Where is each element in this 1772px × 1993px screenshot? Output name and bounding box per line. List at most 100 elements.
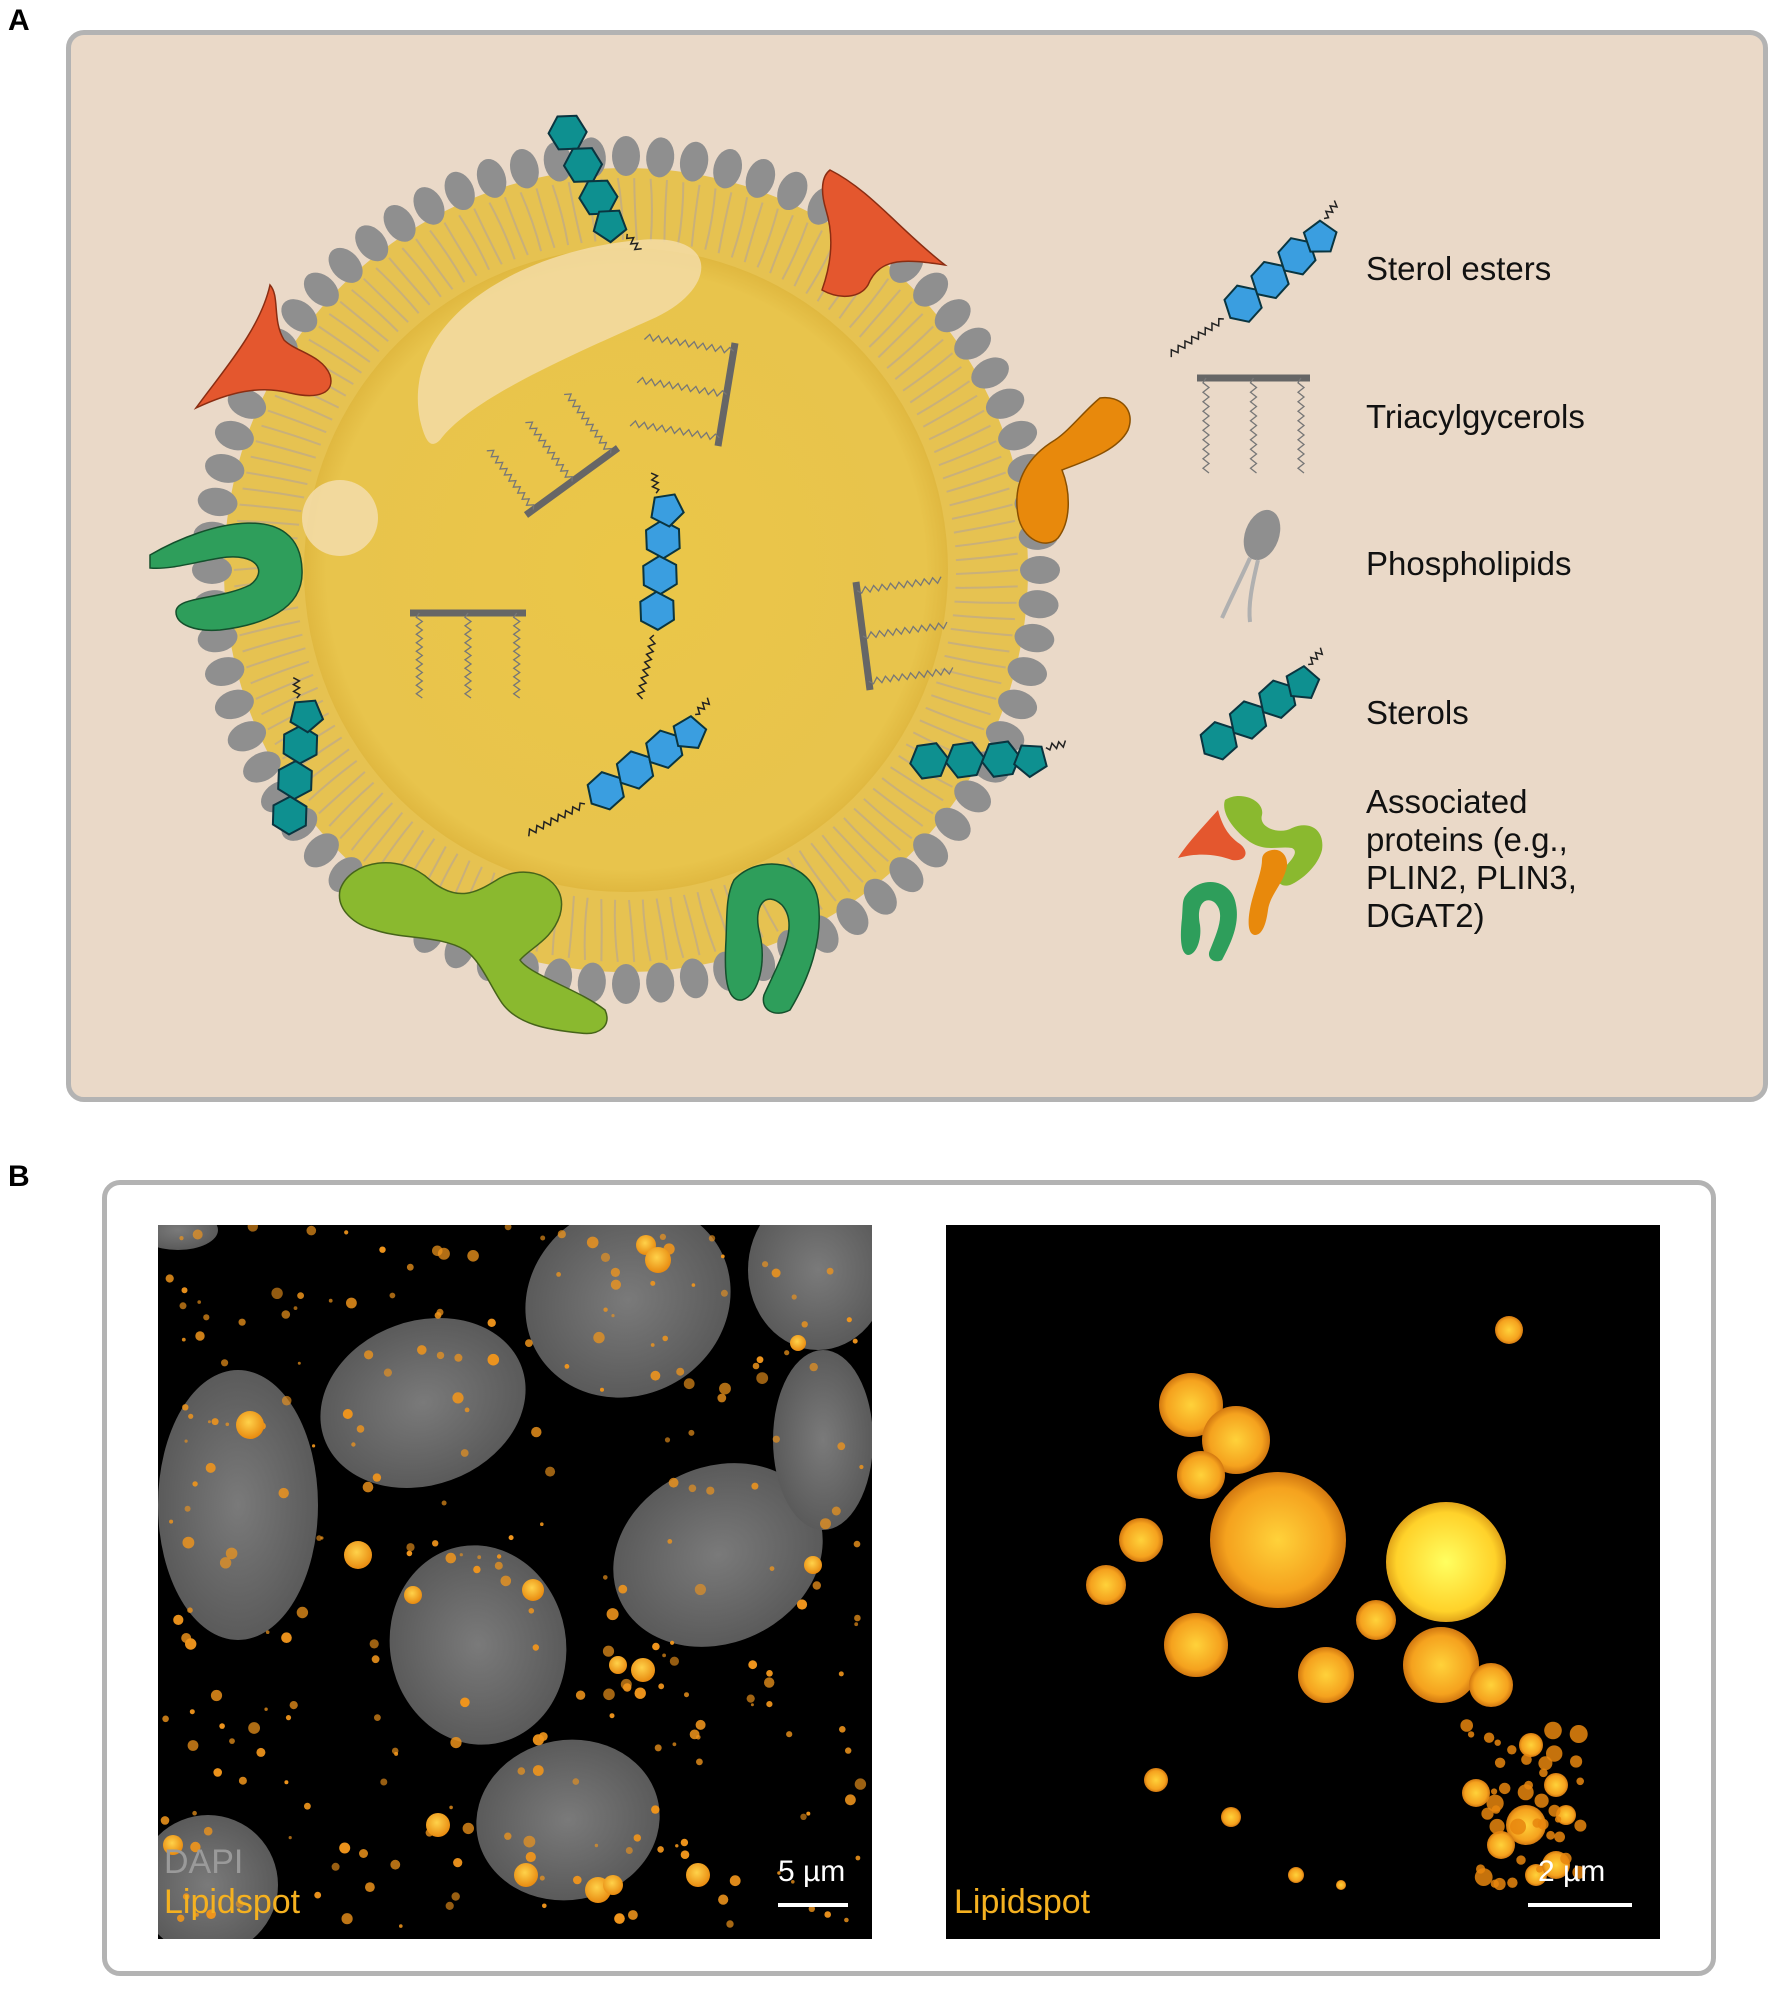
phospholipid-head — [214, 689, 254, 720]
lipid-droplet — [207, 1420, 211, 1424]
lipid-droplet — [539, 1875, 545, 1881]
lipid-droplet — [1495, 1316, 1523, 1344]
lipid-droplet — [487, 1318, 496, 1327]
phospholipid-head — [444, 171, 475, 211]
lipid-droplet — [281, 1632, 292, 1643]
lipid-droplet — [557, 1230, 566, 1239]
lipid-droplet — [628, 1910, 638, 1920]
lipid-droplet — [1386, 1502, 1506, 1622]
legend-label-triacylglycerols: Triacylgycerols — [1366, 398, 1585, 435]
lipid-droplet-large — [790, 1335, 806, 1351]
lipid-droplet — [278, 1487, 289, 1499]
lipid-droplet — [538, 1732, 548, 1741]
lipid-droplet — [205, 1462, 216, 1473]
lipid-droplet — [449, 1805, 453, 1810]
lipid-droplet-small — [1554, 1816, 1562, 1823]
lipid-droplet — [184, 1505, 191, 1512]
lipid-droplet — [192, 1810, 197, 1816]
stain-label-lipidspot: Lipidspot — [954, 1883, 1091, 1921]
lipid-droplet-small — [1554, 1831, 1565, 1843]
lipid-droplet — [219, 1557, 232, 1569]
lipid-droplet — [454, 1353, 463, 1362]
lipid-droplet — [1202, 1406, 1270, 1474]
lipid-droplet — [508, 1535, 514, 1541]
lipid-droplet — [364, 1350, 374, 1360]
lipid-droplet — [1086, 1565, 1126, 1605]
lipid-droplet — [184, 1439, 188, 1443]
lipid-droplet — [575, 1690, 586, 1700]
nucleus — [158, 1225, 218, 1250]
lipid-droplet — [203, 1826, 213, 1836]
micrograph-droplets: Lipidspot 2 µm — [946, 1225, 1660, 1939]
lipid-droplet — [467, 1250, 479, 1262]
lipid-droplet-small — [1537, 1818, 1549, 1830]
lipid-droplet — [610, 1279, 621, 1290]
lipid-droplet — [720, 1254, 725, 1259]
lipid-droplet — [1336, 1880, 1346, 1890]
lipid-droplet — [221, 1359, 229, 1367]
lipid-droplet — [182, 1404, 189, 1411]
lipid-droplet — [750, 1703, 754, 1707]
lipid-droplet — [586, 1236, 599, 1249]
lipid-droplet — [688, 1429, 695, 1436]
protein-green — [724, 863, 820, 1014]
lipid-droplet — [306, 1225, 317, 1236]
lipid-droplet — [342, 1409, 353, 1419]
lipid-droplet — [235, 1899, 244, 1908]
lipid-droplet — [314, 1891, 322, 1899]
lipid-droplets — [1086, 1316, 1588, 1891]
phospholipid-head — [543, 141, 573, 182]
lipid-droplet — [206, 1909, 216, 1919]
lipid-droplet — [213, 1768, 222, 1777]
lipid-droplet-small — [1544, 1721, 1562, 1740]
lipid-droplet — [672, 1742, 677, 1747]
lipid-droplet-large — [344, 1541, 372, 1569]
lipid-droplet — [777, 1871, 781, 1875]
lipid-droplet — [165, 1274, 174, 1283]
phospholipid-head — [612, 136, 640, 176]
lipid-droplet-small — [1546, 1830, 1555, 1840]
lipid-droplet-large — [404, 1586, 422, 1604]
nucleus — [748, 1225, 872, 1350]
sterol — [271, 677, 325, 836]
lipid-droplet — [800, 1813, 807, 1820]
lipid-droplet — [769, 1566, 775, 1571]
lipid-droplet — [837, 1442, 846, 1451]
lipid-droplet-large — [522, 1579, 544, 1601]
phospholipid-head — [934, 807, 971, 841]
lipid-droplet — [496, 1554, 502, 1559]
lipid-droplet-small — [1560, 1852, 1572, 1865]
lipid-droplet — [406, 1263, 414, 1271]
phospholipid-head — [243, 751, 281, 783]
lipid-droplet — [826, 1267, 834, 1275]
lipid-droplet — [179, 1236, 184, 1241]
lipid-droplet — [225, 1422, 230, 1427]
lipid-droplet — [545, 1466, 556, 1477]
lipid-droplet — [845, 1794, 856, 1806]
lipid-droplet — [1469, 1663, 1513, 1707]
lipid-droplet — [855, 1855, 861, 1861]
lipid-droplet — [331, 1862, 340, 1871]
lipid-droplet — [786, 1731, 793, 1738]
lipid-droplet — [281, 1395, 292, 1406]
highlight — [417, 239, 702, 444]
lipid-droplet-large — [609, 1656, 627, 1674]
protein-red — [821, 169, 948, 297]
lipid-droplet — [706, 1486, 715, 1495]
lipid-droplet-small — [1572, 1865, 1586, 1879]
lipid-droplet — [680, 1838, 689, 1847]
lipid-droplet-large — [236, 1411, 264, 1439]
lipid-droplet — [854, 1622, 859, 1627]
lipid-droplet — [494, 1561, 503, 1570]
lipid-droplet-small — [1493, 1877, 1506, 1891]
lipid-droplet-large — [804, 1556, 822, 1574]
lipid-droplet — [618, 1584, 628, 1594]
lipid-droplet-small — [1576, 1777, 1584, 1786]
lipid-droplet — [293, 1306, 298, 1310]
lipid-droplet — [756, 1356, 764, 1364]
lipid-droplet — [633, 1834, 641, 1842]
lipid-droplet — [517, 1767, 526, 1775]
lipid-droplet — [718, 1894, 729, 1905]
lipid-droplet — [264, 1707, 268, 1711]
lipid-droplet — [796, 1599, 808, 1610]
